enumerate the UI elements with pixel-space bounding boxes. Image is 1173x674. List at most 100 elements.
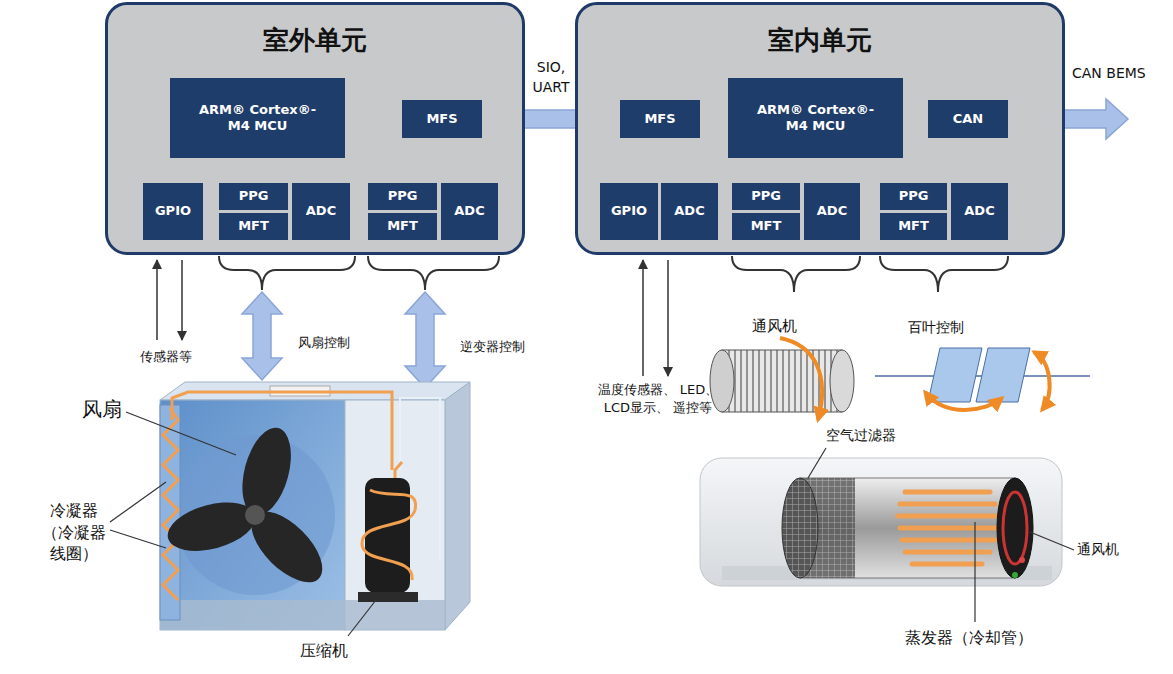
- blower-illustration: [722, 350, 842, 412]
- peripheral-block: MFT: [219, 213, 288, 240]
- unit-panel: 室外单元 ARM® Cortex®-M4 MCU MFS GPIO PPG MFT ADC P…: [105, 2, 525, 255]
- indoor-unit-illustration: [700, 458, 1062, 586]
- indoor-unit-illustration: [912, 562, 982, 567]
- peripheral-block: CAN: [928, 100, 1008, 138]
- indoor-unit-illustration: [900, 526, 998, 531]
- peripheral-block: MFT: [732, 213, 800, 240]
- block-label: MFS: [426, 111, 457, 127]
- indoor-unit-illustration: [1012, 572, 1018, 578]
- outdoor-unit-illustration: [345, 400, 445, 630]
- control-label: 风扇控制: [298, 334, 350, 352]
- signal-label: 温度传感器、 LED、LCD显示、 遥控等: [596, 381, 720, 416]
- indoor-unit-illustration: [700, 458, 1062, 586]
- block-label: ADC: [674, 203, 704, 219]
- outdoor-unit-illustration: [358, 592, 418, 602]
- part-label: 空气过滤器: [826, 426, 896, 445]
- outdoor-unit-illustration: [160, 400, 345, 630]
- unit-title: 室外单元: [263, 25, 367, 55]
- outdoor-unit-illustration: [160, 600, 445, 630]
- outdoor-unit-illustration: [162, 422, 334, 594]
- block-arrow: [482, 99, 620, 139]
- unit-panel: 室内单元MFSARM® Cortex®-M4 MCUCANGPIOADCPPGM…: [575, 2, 1065, 255]
- indoor-unit-illustration: [1019, 557, 1025, 563]
- leader-line: [974, 522, 975, 622]
- peripheral-block: ARM® Cortex®-M4 MCU: [728, 78, 903, 158]
- outdoor-unit-illustration: [245, 505, 265, 525]
- signal-arrow: [181, 260, 183, 340]
- leader-line: [348, 600, 376, 636]
- peripheral-block: MFS: [620, 100, 700, 138]
- block-label: MFT: [238, 218, 269, 234]
- block-label: PPG: [751, 188, 781, 204]
- outdoor-unit-illustration: [162, 494, 260, 560]
- peripheral-block: PPG: [880, 183, 947, 210]
- part-label: 风扇: [82, 396, 122, 423]
- outdoor-unit-illustration: [160, 382, 470, 630]
- indoor-unit-illustration: [898, 514, 998, 519]
- block-label: MFS: [644, 111, 675, 127]
- part-label: 蒸发器（冷却管）: [905, 627, 1033, 649]
- peripheral-block: ARM® Cortex®-M4 MCU: [170, 78, 345, 158]
- outdoor-unit-illustration: [362, 490, 416, 580]
- block-label: MFT: [898, 218, 929, 234]
- block-label: ADC: [306, 203, 336, 219]
- louver-illustration: [928, 348, 982, 402]
- block-label: ARM® Cortex®-M4 MCU: [751, 102, 881, 135]
- brace: [219, 256, 1008, 292]
- indoor-unit-illustration: [898, 492, 998, 564]
- block-arrow: [405, 292, 445, 388]
- peripheral-block: PPG: [732, 183, 800, 210]
- edge-label: SIO, UART: [527, 57, 575, 98]
- signal-arrow: [157, 260, 668, 376]
- block-label: CAN: [953, 111, 983, 127]
- peripheral-block: MFS: [402, 100, 482, 138]
- block-label: ADC: [817, 203, 847, 219]
- part-label: 冷凝器 （冷凝器 线圈）: [36, 500, 112, 565]
- part-label: 通风机: [1077, 540, 1119, 559]
- peripheral-block: ADC: [951, 183, 1008, 240]
- louver-illustration: [976, 348, 1030, 402]
- indoor-unit-illustration: [902, 538, 995, 543]
- block-label: ADC: [454, 203, 484, 219]
- outdoor-unit-illustration: [445, 382, 470, 630]
- block-label: GPIO: [155, 203, 191, 219]
- block-label: MFT: [387, 218, 418, 234]
- peripheral-block: GPIO: [600, 183, 658, 240]
- part-label: 压缩机: [300, 640, 348, 662]
- block-label: PPG: [239, 188, 269, 204]
- indoor-unit-illustration: [997, 478, 1033, 578]
- leader-line: [808, 448, 1074, 622]
- block-label: MFT: [751, 218, 782, 234]
- peripheral-block: GPIO: [143, 183, 203, 240]
- leader-line: [126, 412, 236, 455]
- indoor-unit-illustration: [782, 478, 818, 578]
- brace: [219, 256, 355, 290]
- block-label: PPG: [388, 188, 418, 204]
- leader-line: [110, 412, 376, 636]
- louver-illustration: [1034, 352, 1050, 410]
- indoor-unit-illustration: [1003, 492, 1027, 564]
- louver-illustration: [875, 348, 1090, 410]
- louver-illustration: [925, 392, 1002, 410]
- indoor-unit-illustration: [905, 490, 990, 495]
- part-label: 通风机: [752, 316, 797, 336]
- peripheral-block: ADC: [661, 183, 718, 240]
- outdoor-unit-illustration: [160, 405, 180, 620]
- control-label: 逆变器控制: [460, 338, 525, 356]
- signal-arrow: [642, 260, 644, 376]
- block-arrow: [242, 292, 282, 380]
- peripheral-block: PPG: [219, 183, 288, 210]
- peripheral-block: ADC: [441, 183, 498, 240]
- blower-illustration: [830, 350, 854, 412]
- block-label: ARM® Cortex®-M4 MCU: [193, 102, 323, 135]
- peripheral-block: MFT: [880, 213, 947, 240]
- brace: [368, 256, 499, 290]
- leader-line: [808, 448, 826, 478]
- leader-line: [110, 482, 166, 522]
- block-label: ADC: [964, 203, 994, 219]
- blower-illustration: [710, 350, 734, 412]
- leader-line: [110, 530, 166, 548]
